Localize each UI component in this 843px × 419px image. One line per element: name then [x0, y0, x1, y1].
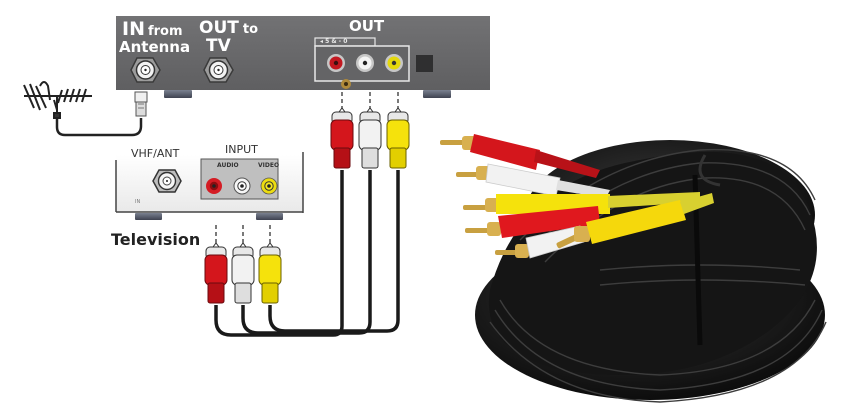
- input-label: INPUT: [225, 143, 258, 156]
- out-tv-label-sub: to: [242, 22, 259, 37]
- av-out-jack-yellow[interactable]: [385, 54, 403, 72]
- in-label-antenna: Antenna: [119, 38, 191, 56]
- set-top-box: [116, 16, 490, 98]
- rca-plug-red-bottom[interactable]: [204, 242, 228, 304]
- out-tv-label-main: OUT: [199, 18, 239, 38]
- coax-in-port[interactable]: [130, 57, 161, 83]
- av-out-jack-red[interactable]: [327, 54, 345, 72]
- rca-plug-yellow-top[interactable]: [386, 107, 410, 169]
- tv-vhf-port[interactable]: [152, 169, 182, 193]
- av-out-sublabel: ◂ 5 & - 0: [320, 38, 348, 45]
- vhf-in-label: IN: [135, 199, 141, 205]
- out-tv-label-tv: TV: [206, 36, 231, 56]
- coil-plug-red-1: [440, 134, 600, 178]
- coil-plug-white-1: [456, 163, 610, 198]
- antenna-icon: [23, 81, 143, 137]
- tv-input-jack-red[interactable]: [206, 178, 222, 194]
- coil-plug-yellow-2: [556, 193, 714, 249]
- svideo-port-icon: [341, 79, 351, 89]
- coiled-rca-cable-illustration: [440, 134, 827, 403]
- indicator-square: [416, 55, 433, 72]
- coax-out-port[interactable]: [203, 57, 234, 83]
- audio-label: AUDIO: [217, 162, 239, 169]
- box-foot-left: [164, 90, 192, 98]
- av-out-jack-white[interactable]: [356, 54, 374, 72]
- tv-input-jack-white[interactable]: [233, 177, 251, 195]
- rca-plug-white-bottom[interactable]: [231, 242, 255, 304]
- coil-plug-white-2: [495, 225, 585, 259]
- tv-foot-right: [256, 213, 283, 220]
- rca-plug-yellow-bottom[interactable]: [258, 242, 282, 304]
- in-label-main: IN: [122, 18, 145, 40]
- in-label-sub: from: [147, 24, 183, 39]
- rca-plug-white-top[interactable]: [358, 107, 382, 169]
- tv-plug-guides: [215, 225, 271, 243]
- rca-plug-red-top[interactable]: [330, 107, 354, 169]
- box-plug-guides: [341, 92, 399, 110]
- box-foot-right: [423, 90, 451, 98]
- video-label: VIDEO: [258, 162, 280, 169]
- coax-plug-icon: [134, 91, 148, 117]
- rca-cable-wires: [214, 170, 400, 337]
- av-out-label: OUT: [349, 17, 385, 35]
- television-back-panel: [115, 152, 304, 220]
- coil-plug-red-2: [465, 206, 600, 238]
- tv-input-jack-yellow[interactable]: [260, 177, 278, 195]
- television-label: Television: [111, 230, 201, 249]
- tv-foot-left: [135, 213, 162, 220]
- vhf-ant-label: VHF/ANT: [131, 147, 180, 160]
